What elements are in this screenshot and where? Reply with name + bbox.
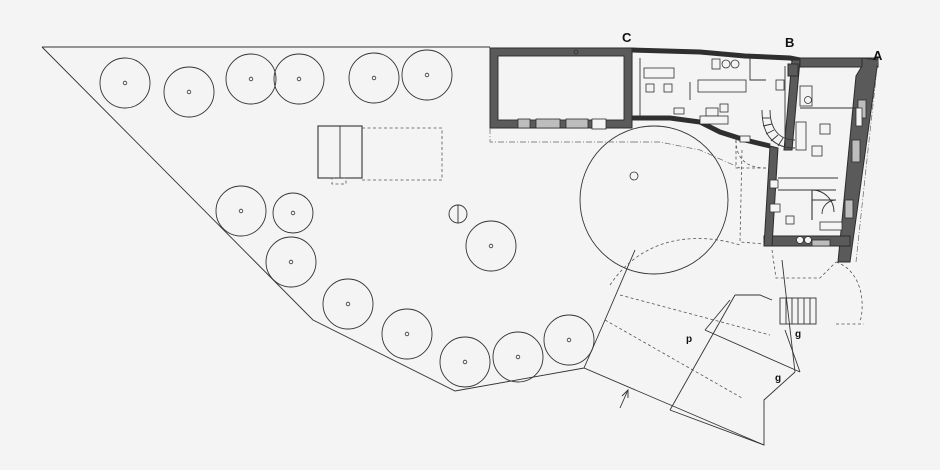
corner-label-b: B bbox=[785, 35, 794, 50]
parking-label-p: p bbox=[686, 334, 692, 345]
garden-shed bbox=[317, 125, 443, 185]
furniture bbox=[643, 58, 863, 244]
parking-area bbox=[604, 259, 801, 446]
corner-label-c: C bbox=[622, 30, 632, 45]
terrace-outline bbox=[632, 59, 879, 279]
tree-icon bbox=[99, 49, 595, 388]
well bbox=[448, 204, 468, 224]
garage-label-g-lower: g bbox=[775, 373, 781, 384]
barn-building bbox=[489, 47, 633, 143]
staircase-icon bbox=[761, 109, 796, 149]
outside-stair bbox=[779, 261, 864, 325]
interior-walls bbox=[689, 58, 860, 220]
site-boundary bbox=[41, 46, 796, 446]
corner-label-a: A bbox=[873, 48, 883, 63]
garage-label-g-upper: g bbox=[795, 329, 801, 340]
entrance-arrow-icon bbox=[619, 388, 629, 409]
lawn-circle bbox=[579, 125, 741, 286]
